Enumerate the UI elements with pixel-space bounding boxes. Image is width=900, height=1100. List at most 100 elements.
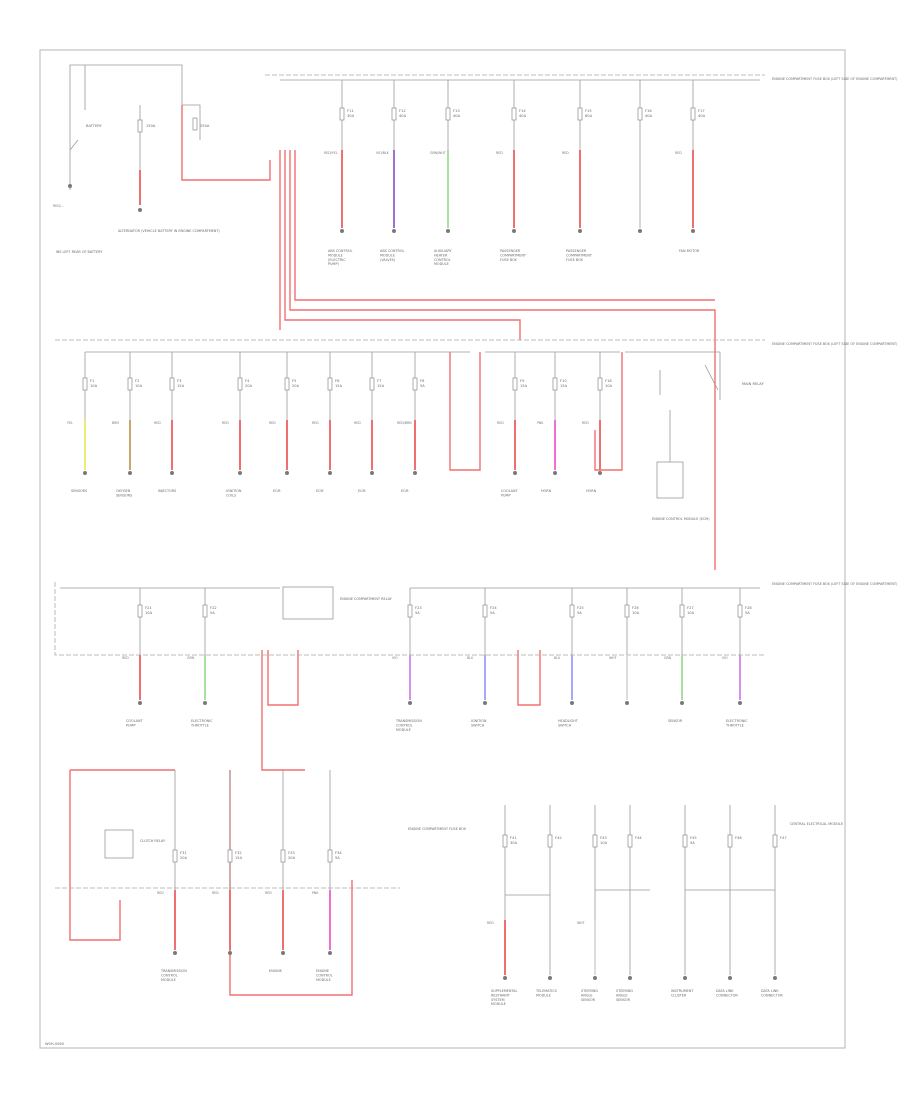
wire-code: PNK bbox=[312, 891, 319, 895]
connector-icon bbox=[503, 976, 507, 980]
connector-icon bbox=[628, 976, 632, 980]
fuse-id: F9 bbox=[520, 379, 525, 383]
connector-icon bbox=[83, 471, 87, 475]
fuse-icon bbox=[577, 107, 583, 121]
load-label-line: SUPPLEMENTAL bbox=[491, 989, 517, 993]
load-label-line: PASSENGER bbox=[566, 249, 587, 253]
fuse-amps: 40A bbox=[645, 114, 653, 118]
fuse-id: F16 bbox=[645, 109, 652, 113]
fuse-id: F8 bbox=[420, 379, 425, 383]
load-label-line: MODULE bbox=[434, 262, 449, 266]
terminal-icon bbox=[138, 208, 142, 212]
bottom-left-block-label: ENGINE COMPARTMENT FUSE BOX bbox=[408, 827, 467, 831]
connector-icon bbox=[228, 951, 232, 955]
connector-icon bbox=[683, 976, 687, 980]
fuse-id: F31 bbox=[180, 851, 187, 855]
load-label: FAN MOTOR bbox=[679, 249, 700, 253]
load-label-line: (ELECTRIC bbox=[328, 258, 346, 262]
fuse-amps: 5A bbox=[415, 611, 420, 615]
connector-icon bbox=[203, 701, 207, 705]
load-label-line: COOLANT bbox=[501, 489, 519, 493]
connector-icon bbox=[738, 701, 742, 705]
load-label-line: ECM bbox=[273, 489, 281, 493]
load-label-line: MODULE bbox=[491, 1002, 506, 1006]
fuse-id: F42 bbox=[555, 836, 562, 840]
load-label-line: CONTROL bbox=[434, 258, 451, 262]
load-label-line: THROTTLE bbox=[190, 723, 209, 727]
load-label-line: CONNECTOR bbox=[761, 993, 783, 997]
connector-icon bbox=[593, 976, 597, 980]
load-label-line: COILS bbox=[226, 493, 236, 497]
middle-block-label: ENGINE COMPARTMENT FUSE BOX (LEFT SIDE O… bbox=[772, 342, 898, 346]
fuse-id: F14 bbox=[519, 109, 526, 113]
load-label-line: INSTRUMENT bbox=[671, 989, 694, 993]
fuse-icon bbox=[737, 604, 743, 618]
connector-icon bbox=[285, 471, 289, 475]
wire-code: VIO bbox=[722, 656, 728, 660]
battery-label: BATTERY bbox=[86, 124, 103, 128]
fuse-amps: 5A bbox=[420, 384, 425, 388]
feed-wire bbox=[294, 150, 715, 301]
fuse-amps: 15A bbox=[335, 384, 343, 388]
fuse-icon bbox=[137, 119, 143, 133]
load-label-line: AUXILIARY bbox=[434, 249, 452, 253]
wire-code: RED bbox=[562, 151, 569, 155]
fuse-amps: 40A bbox=[399, 114, 407, 118]
feed-wire bbox=[284, 150, 521, 340]
fuse-icon bbox=[137, 604, 143, 618]
lower-section: ENGINE COMPARTMENT FUSE BOX (LEFT SIDE O… bbox=[54, 582, 898, 732]
fuse-icon bbox=[127, 377, 133, 391]
fuse-amps: 10A bbox=[687, 611, 695, 615]
battery: BATTERY RED/... IBS LEFT REAR OF BATTERY bbox=[53, 64, 183, 254]
wire-code: GRN/WHT bbox=[430, 151, 446, 155]
fuse-id: F44 bbox=[635, 836, 642, 840]
fuse-icon bbox=[502, 834, 508, 848]
wire-code: PNK bbox=[537, 421, 544, 425]
fuse-icon bbox=[82, 377, 88, 391]
wire-code: RED/YEL bbox=[324, 151, 338, 155]
fuse-id: F28 bbox=[745, 606, 752, 610]
load-label-line: ECM bbox=[358, 489, 366, 493]
fuse-icon bbox=[192, 117, 198, 131]
load-label-line: SENSOR bbox=[616, 998, 631, 1002]
fuse-icon bbox=[552, 377, 558, 391]
load-label-line: MODULE bbox=[161, 978, 176, 982]
load-label-line: PUMP bbox=[126, 723, 136, 727]
load-label-line: IGNITION bbox=[471, 719, 487, 723]
wire-code: GRN bbox=[664, 656, 672, 660]
connector-icon bbox=[238, 471, 242, 475]
connector-icon bbox=[170, 471, 174, 475]
fuse-id: F1 bbox=[90, 379, 94, 383]
fuse-amps: 5A bbox=[490, 611, 495, 615]
fuse-icon bbox=[237, 377, 243, 391]
fuse-id: F21 bbox=[145, 606, 152, 610]
fuse-id: F6 bbox=[335, 379, 340, 383]
wire-code: BRN bbox=[112, 421, 119, 425]
fuse-amps: 40A bbox=[453, 114, 461, 118]
wire-code: YEL bbox=[67, 421, 73, 425]
lower-block-label: ENGINE COMPARTMENT FUSE BOX (LEFT SIDE O… bbox=[772, 582, 898, 586]
wire-code: RED bbox=[582, 421, 589, 425]
fuse-amps: 5A bbox=[210, 611, 215, 615]
load-label-line: MODULE bbox=[396, 728, 411, 732]
connector-icon bbox=[773, 976, 777, 980]
fuse-id: F26 bbox=[632, 606, 639, 610]
wire-code: RED bbox=[222, 421, 229, 425]
wire-code: BLU bbox=[554, 656, 561, 660]
load-label-line: COOLANT bbox=[126, 719, 144, 723]
feed-wire bbox=[594, 352, 623, 471]
fuse-id: F22 bbox=[210, 606, 217, 610]
